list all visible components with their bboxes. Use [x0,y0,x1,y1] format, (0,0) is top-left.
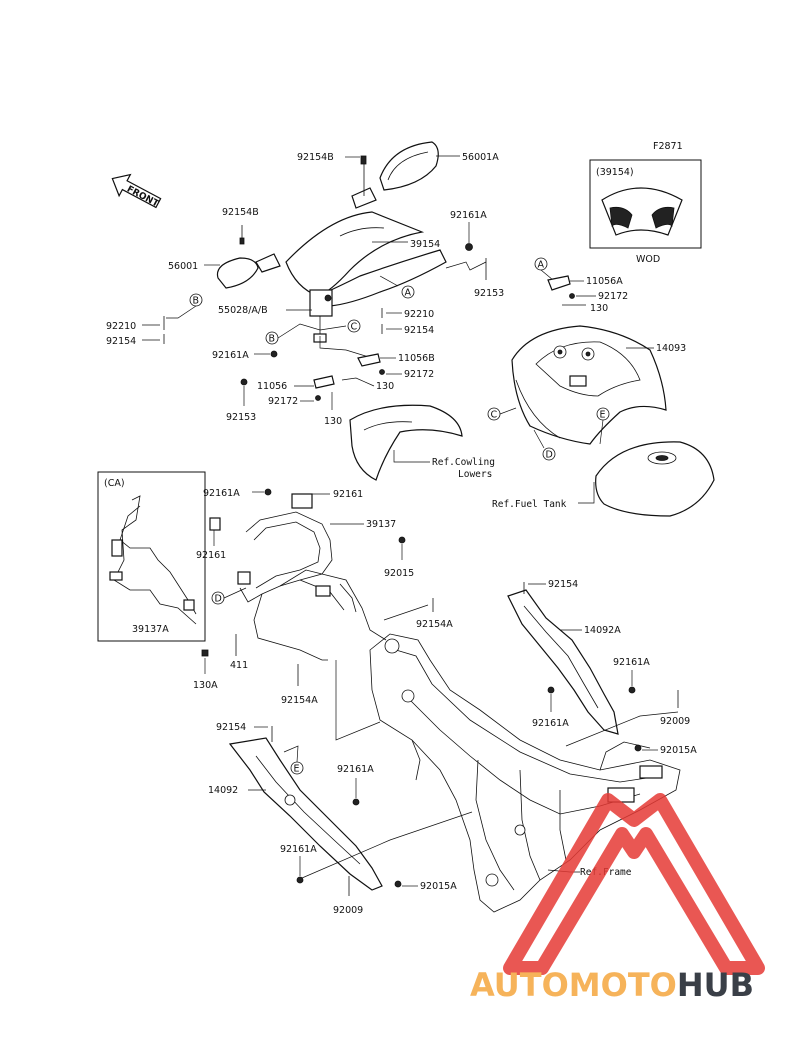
label-130-c: 130 [376,381,394,392]
side-cover-left [228,737,383,891]
stay-39137 [209,493,387,661]
ref-cowling-line1: Ref.Cowling [432,457,495,468]
label-92015: 92015 [384,568,414,579]
ref-circle-C-2: C [491,410,498,421]
front-label: FRONT [125,184,161,209]
label-92015A-r: 92015A [660,745,697,756]
label-92154A-r: 92154A [416,619,453,630]
cowling-lowers-ref [349,404,463,481]
label-130-r: 130 [590,303,608,314]
bracket-55028 [309,289,333,343]
ref-circle-D-1: D [546,450,553,461]
side-cover-right [507,589,619,735]
label-92154B-left: 92154B [222,207,259,218]
label-92154-rr: 92154 [548,579,578,590]
label-92154-l: 92154 [106,336,136,347]
watermark-triangle-icon [503,793,765,975]
label-14092A: 14092A [584,625,621,636]
inset-ca-code: (CA) [104,478,125,489]
label-55028: 55028/A/B [218,305,268,316]
diagram-code: F2871 [653,141,683,152]
upper-cowl [285,211,447,307]
ref-circle-B-2: B [193,296,200,307]
label-92161A-ll: 92161A [337,764,374,775]
label-56001: 56001 [168,261,198,272]
label-411: 411 [230,660,248,671]
label-92161: 92161 [333,489,363,500]
label-92015A-l: 92015A [420,881,457,892]
label-11056B: 11056B [398,353,435,364]
ref-circle-B-1: B [269,334,276,345]
mirror-right [351,141,439,209]
watermark-logo [503,793,765,975]
label-39154: 39154 [410,239,440,250]
watermark-text: AUTOMOTOHUB [470,966,754,1004]
inner-panel-14093 [511,325,667,445]
label-92210-r: 92210 [404,309,434,320]
ref-cowling-line2: Lowers [458,469,492,480]
label-92154-ll: 92154 [216,722,246,733]
inset-39154-code: (39154) [596,167,634,178]
label-39137: 39137 [366,519,396,530]
ref-fuel-tank: Ref.Fuel Tank [492,499,567,510]
label-92210-l: 92210 [106,321,136,332]
label-92153-l: 92153 [226,412,256,423]
label-92154B-top: 92154B [297,152,334,163]
ref-circle-E-2: E [294,764,300,775]
label-92161A-rm: 92161A [532,718,569,729]
label-92161A-l: 92161A [212,350,249,361]
frame-ref [369,633,681,913]
ref-circle-A-1: A [405,288,412,299]
ref-circle-D-2: D [215,594,222,605]
label-92161A-top: 92161A [450,210,487,221]
ref-circle-E-1: E [600,410,606,421]
label-92154-r: 92154 [404,325,434,336]
label-92161A-rr: 92161A [613,657,650,668]
label-11056: 11056 [257,381,287,392]
label-92009-l: 92009 [333,905,363,916]
inset-39154-note: WOD [636,254,660,265]
ref-circle-A-2: A [538,260,545,271]
label-92161-l: 92161 [196,550,226,561]
label-14092: 14092 [208,785,238,796]
label-92009-r: 92009 [660,716,690,727]
fuel-tank-ref [595,441,715,517]
label-92154A-c: 92154A [281,695,318,706]
label-92161A-lb: 92161A [280,844,317,855]
mirror-left [216,253,281,289]
inset-39154: (39154) WOD [589,159,702,265]
front-arrow-icon: FRONT [111,173,162,210]
label-56001A: 56001A [462,152,499,163]
inset-ca-part: 39137A [132,624,169,635]
label-130A: 130A [193,680,218,691]
label-92153-top: 92153 [474,288,504,299]
inset-ca: (CA) 39137A [97,471,206,642]
label-92161A-m: 92161A [203,488,240,499]
label-92172-l: 92172 [268,396,298,407]
label-11056A: 11056A [586,276,623,287]
label-92172-c: 92172 [404,369,434,380]
ref-circle-C-1: C [351,322,358,333]
label-130-b: 130 [324,416,342,427]
label-14093: 14093 [656,343,686,354]
label-92172-r: 92172 [598,291,628,302]
